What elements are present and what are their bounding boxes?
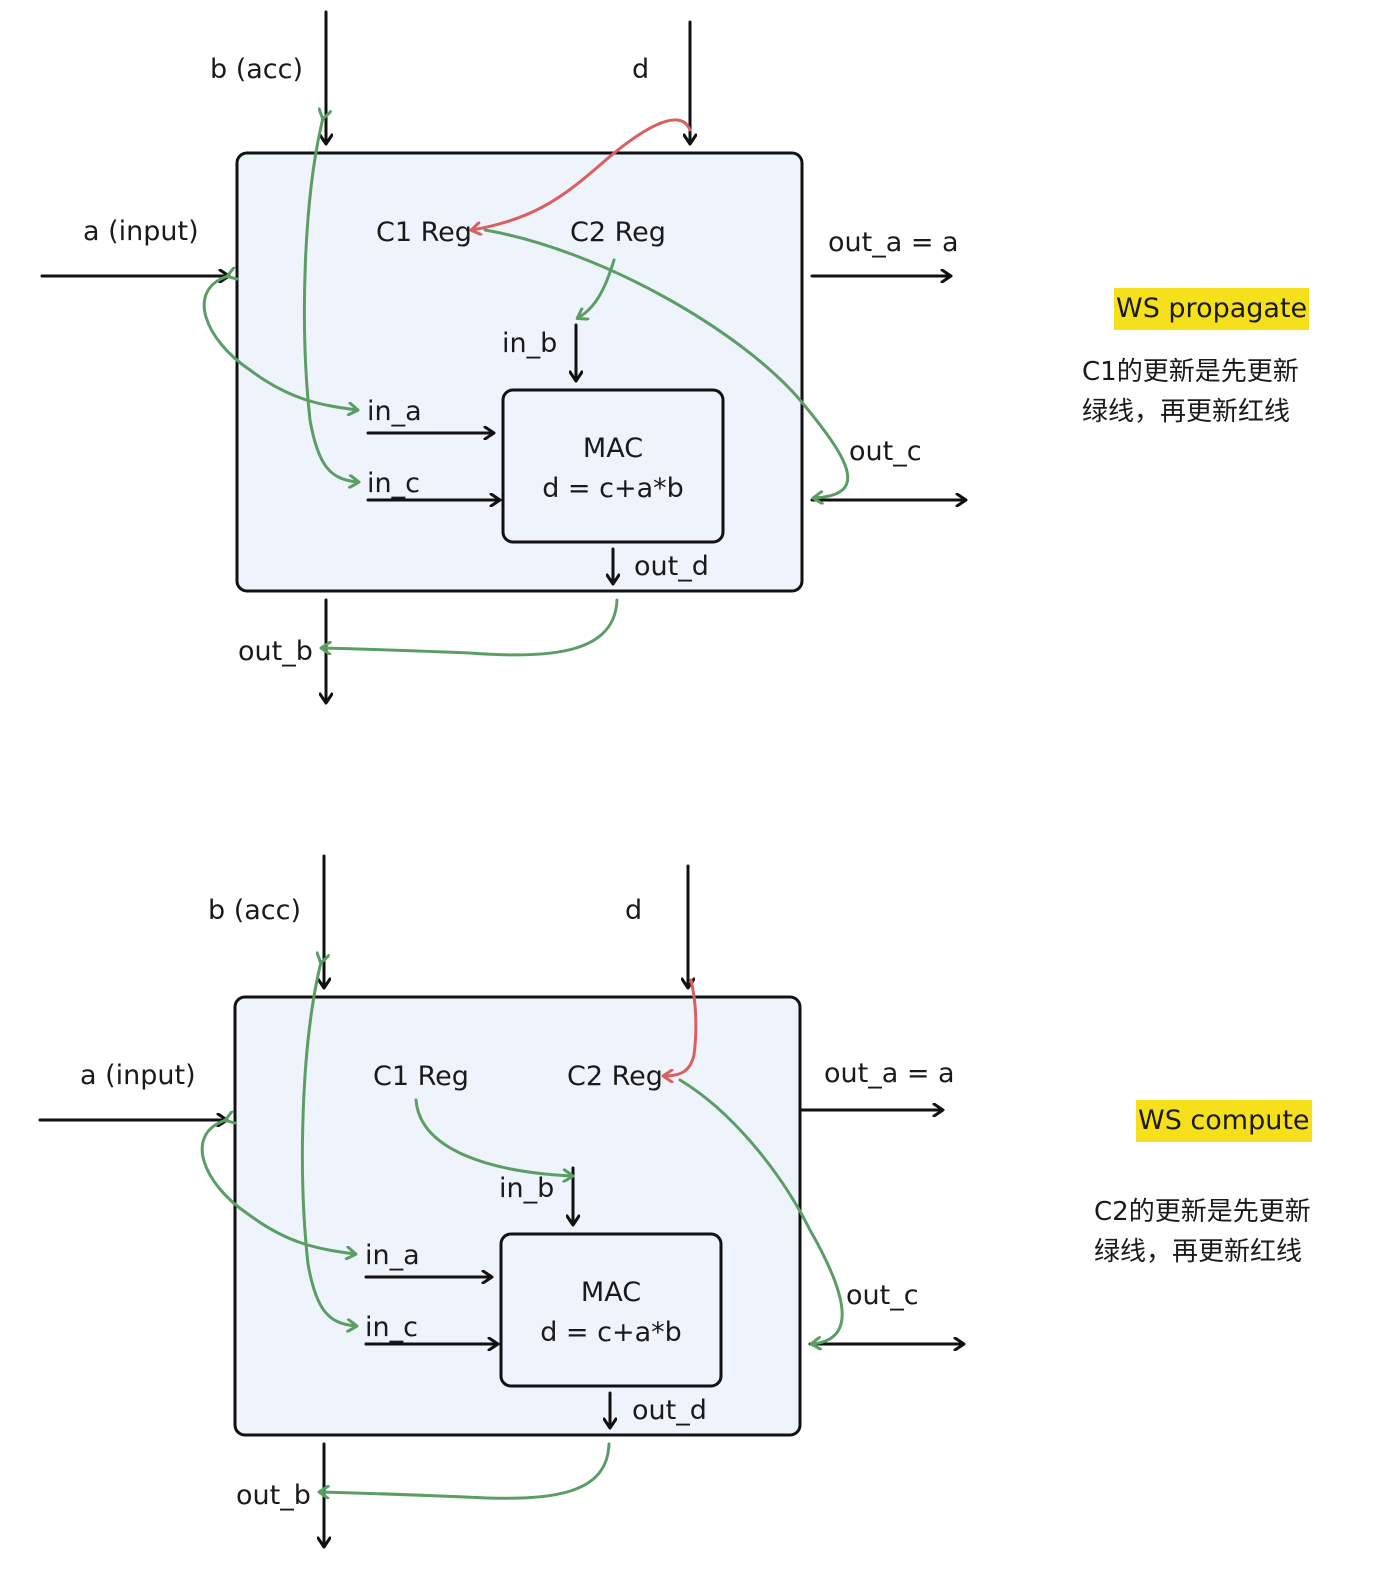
- label-d: d: [625, 895, 642, 926]
- label-out-d: out_d: [632, 1395, 707, 1426]
- green-out-d-to-out-b: [322, 598, 619, 657]
- diagram-propagate: b (acc) d a (input) C1 Reg C2 Reg out_a …: [40, 10, 965, 702]
- label-a-input: a (input): [80, 1060, 196, 1091]
- mac-box: [499, 1232, 723, 1388]
- red-d-to-c1: [472, 118, 692, 230]
- green-c1-to-in-b: [414, 1098, 572, 1176]
- label-out-d: out_d: [634, 551, 709, 582]
- tag-ws-compute: WS compute: [1136, 1100, 1312, 1142]
- label-c1-reg: C1 Reg: [373, 1061, 469, 1092]
- label-out-c: out_c: [846, 1280, 919, 1311]
- label-b-acc: b (acc): [208, 895, 301, 926]
- green-c2-to-out-c: [678, 1078, 844, 1344]
- note-compute: C2的更新是先更新 绿线，再更新红线: [1094, 1197, 1311, 1267]
- mac-box: [501, 388, 725, 544]
- green-b-to-in-c: [300, 962, 356, 1326]
- label-in-b: in_b: [502, 328, 557, 359]
- label-in-b: in_b: [499, 1173, 554, 1204]
- diagram-compute: b (acc) d a (input) C1 Reg C2 Reg out_a …: [38, 854, 963, 1546]
- label-a-input: a (input): [83, 216, 199, 247]
- green-b-to-in-c: [302, 118, 358, 482]
- label-out-b: out_b: [238, 636, 313, 667]
- red-d-to-c2: [664, 978, 698, 1076]
- mac-title: MAC: [581, 1277, 641, 1308]
- label-out-b: out_b: [236, 1480, 311, 1511]
- label-c2-reg: C2 Reg: [570, 217, 666, 248]
- mac-formula: d = c+a*b: [542, 473, 684, 504]
- green-out-d-to-out-b: [320, 1442, 611, 1500]
- label-out-a: out_a = a: [824, 1058, 955, 1089]
- label-in-a: in_a: [365, 1240, 420, 1271]
- label-out-c: out_c: [849, 436, 922, 467]
- note-propagate: C1的更新是先更新 绿线，再更新红线: [1082, 357, 1299, 427]
- green-c1-to-out-c: [483, 228, 850, 498]
- label-c2-reg: C2 Reg: [567, 1061, 663, 1092]
- green-c2-to-in-b: [578, 258, 616, 318]
- label-c1-reg: C1 Reg: [376, 217, 472, 248]
- label-in-c: in_c: [365, 1312, 418, 1343]
- mac-formula: d = c+a*b: [540, 1317, 682, 1348]
- label-in-c: in_c: [367, 468, 420, 499]
- tag-ws-propagate: WS propagate: [1114, 288, 1310, 330]
- label-b-acc: b (acc): [210, 54, 303, 85]
- mac-title: MAC: [583, 433, 643, 464]
- label-in-a: in_a: [367, 396, 422, 427]
- label-out-a: out_a = a: [828, 227, 959, 258]
- label-d: d: [632, 54, 649, 85]
